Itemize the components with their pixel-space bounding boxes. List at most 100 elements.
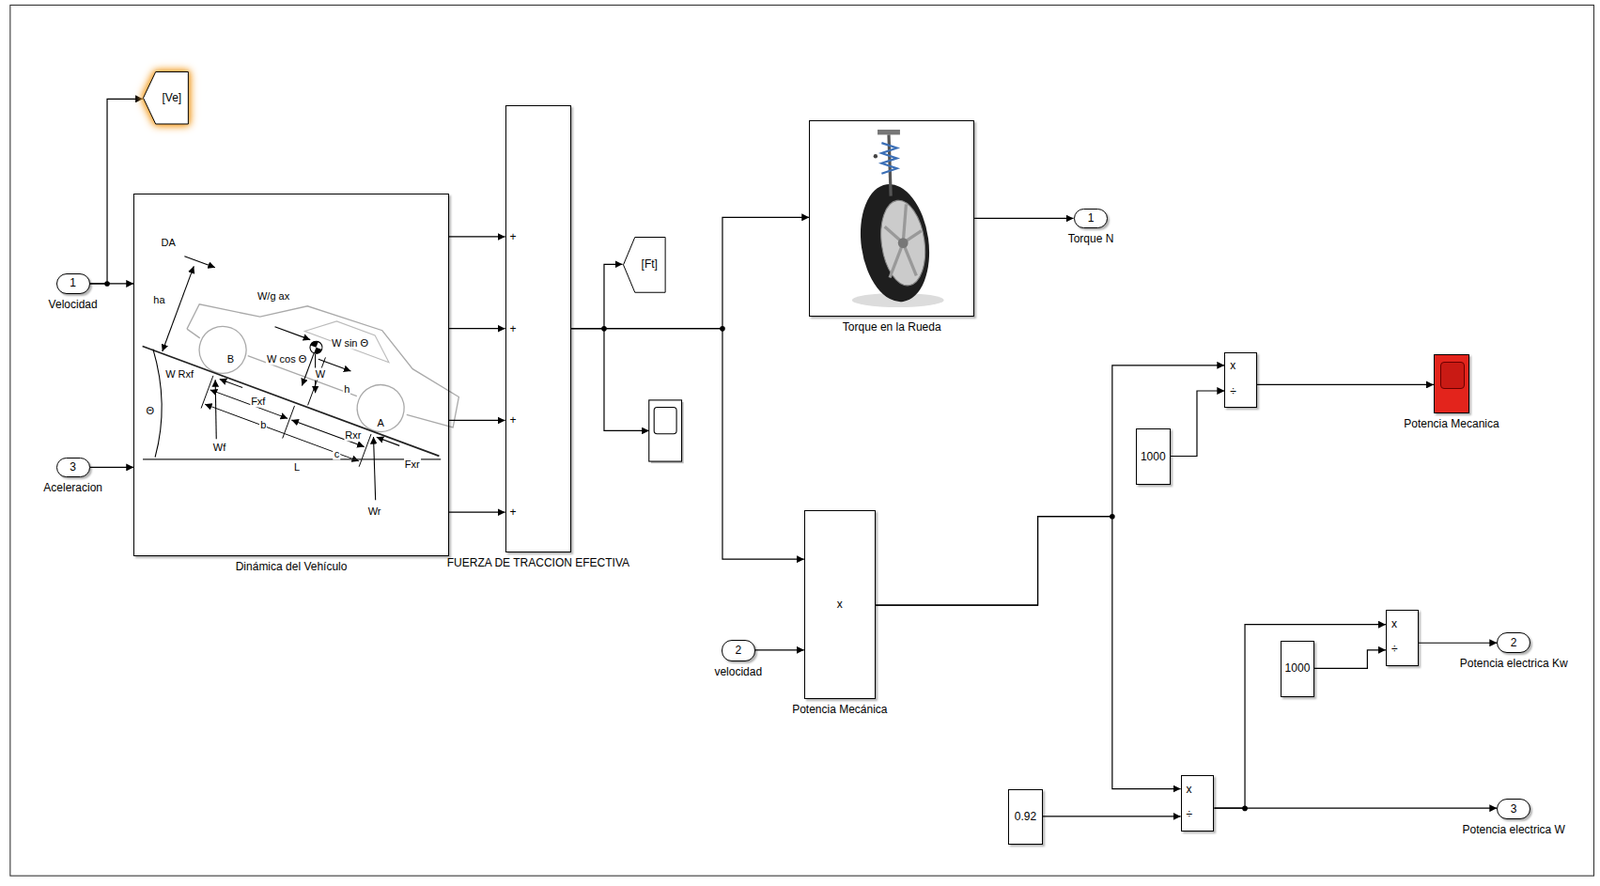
goto-tag: [Ve] <box>142 71 189 125</box>
block-text: [Ve] <box>155 71 189 125</box>
figure-label: c <box>333 448 342 461</box>
port-block: 1Velocidad <box>56 273 91 295</box>
goto-tag: [Ft] <box>622 236 667 294</box>
signal-wire <box>604 328 650 432</box>
signal-line <box>449 512 506 513</box>
block-text: + <box>510 413 517 428</box>
block-label: Potencia Mecánica <box>792 702 887 717</box>
figure-label: W cos Θ <box>265 353 308 366</box>
goto-outline <box>143 72 189 125</box>
block-text: 1 <box>1074 209 1108 229</box>
signal-line <box>571 217 809 328</box>
port-block: 2velocidad <box>721 639 756 662</box>
block-label: Potencia Mecanica <box>1403 417 1499 432</box>
figure-label: W <box>314 367 327 380</box>
block-label: Torque en la Rueda <box>842 320 942 335</box>
figure-label: DA <box>160 236 177 249</box>
signal-line <box>875 516 1181 790</box>
block-label: Aceleracion <box>43 481 103 496</box>
block-text: + <box>510 230 517 245</box>
figure-label: W sin Θ <box>330 336 370 349</box>
block-label: velocidad <box>714 665 762 680</box>
figure-label: W/g ax <box>256 289 291 302</box>
figure-label: A <box>375 416 385 429</box>
port-block: 3Aceleracion <box>56 457 91 479</box>
figure-label: h <box>342 382 351 395</box>
block-text: ÷ <box>1229 385 1237 400</box>
signal-line <box>875 365 1225 606</box>
figure-label: Fxr <box>403 458 421 471</box>
block-text: x <box>1229 358 1236 373</box>
signal-line <box>449 235 506 237</box>
signal-line <box>1170 390 1226 457</box>
product-block: xPotencia Mecánica <box>804 510 876 700</box>
block-text: ÷ <box>1391 642 1399 657</box>
figure-label: b <box>259 418 267 431</box>
figure-label: W Rxf <box>164 367 195 380</box>
branch-point <box>104 280 1248 811</box>
block-text: [Ft] <box>633 236 666 294</box>
block-text: + <box>510 322 517 337</box>
signal-line <box>755 649 805 651</box>
block-text: 1000 <box>1281 641 1314 697</box>
signal-line <box>571 264 622 328</box>
block-text: 3 <box>1497 799 1530 819</box>
block-label: Velocidad <box>48 297 98 312</box>
signal-line <box>90 98 143 284</box>
signal-line <box>974 217 1073 219</box>
signal-line <box>1213 807 1497 809</box>
canvas-border <box>10 4 1595 876</box>
block-label: Potencia electrica Kw <box>1460 656 1569 671</box>
signal-line <box>449 419 506 421</box>
port-block: 3Potencia electrica W <box>1496 798 1531 820</box>
port-block: 1Torque N <box>1073 208 1109 230</box>
divide-block: x÷ <box>1180 775 1215 832</box>
scope-screen <box>1440 361 1465 389</box>
block-text: 2 <box>1497 633 1530 653</box>
signal-line <box>571 328 805 560</box>
block-text: 1 <box>57 274 90 294</box>
signal-line <box>1418 642 1498 644</box>
signal-line <box>1213 624 1385 808</box>
figure-label: L <box>293 461 301 474</box>
figure-label: ha <box>152 294 166 307</box>
signal-line <box>1257 384 1434 386</box>
block-text: 3 <box>57 458 90 478</box>
signal-line <box>1042 815 1181 817</box>
block-label: Torque N <box>1068 232 1115 247</box>
block-text: + <box>510 505 517 520</box>
constant-block: 0.92 <box>1008 789 1043 846</box>
block-label: Potencia electrica W <box>1462 823 1566 838</box>
block-text: x <box>1391 617 1398 632</box>
signal-line <box>90 466 135 468</box>
block-text: 2 <box>722 640 755 661</box>
figure-label: B <box>226 353 235 366</box>
goto-outline <box>622 236 666 293</box>
figure-label: Wr <box>367 505 383 518</box>
constant-block: 1000 <box>1135 428 1171 485</box>
scope-block <box>649 400 684 464</box>
block-text: 0.92 <box>1009 790 1042 845</box>
vehicle-illustration <box>129 253 477 501</box>
scope-block: Potencia Mecanica <box>1433 354 1470 414</box>
block-label: FUERZA DE TRACCION EFECTIVA <box>447 556 630 571</box>
block-label: Dinámica del Vehículo <box>235 559 348 575</box>
block-text: ÷ <box>1186 807 1194 823</box>
block-text: x <box>1186 782 1193 797</box>
subsystem-block: Torque en la Rueda <box>808 120 975 317</box>
block-text: x <box>805 511 875 699</box>
divide-block: x÷ <box>1385 609 1419 667</box>
figure-label: Wf <box>212 440 227 453</box>
block-text: 1000 <box>1136 429 1170 484</box>
figure-label: Fxf <box>249 394 266 407</box>
figure-label: Rxr <box>343 428 362 441</box>
wheel-illustration <box>852 129 945 308</box>
signal-line <box>1314 650 1386 669</box>
sum-block: ++++FUERZA DE TRACCION EFECTIVA <box>505 105 573 553</box>
port-block: 2Potencia electrica Kw <box>1496 632 1531 653</box>
figure-label: Θ <box>144 403 156 417</box>
